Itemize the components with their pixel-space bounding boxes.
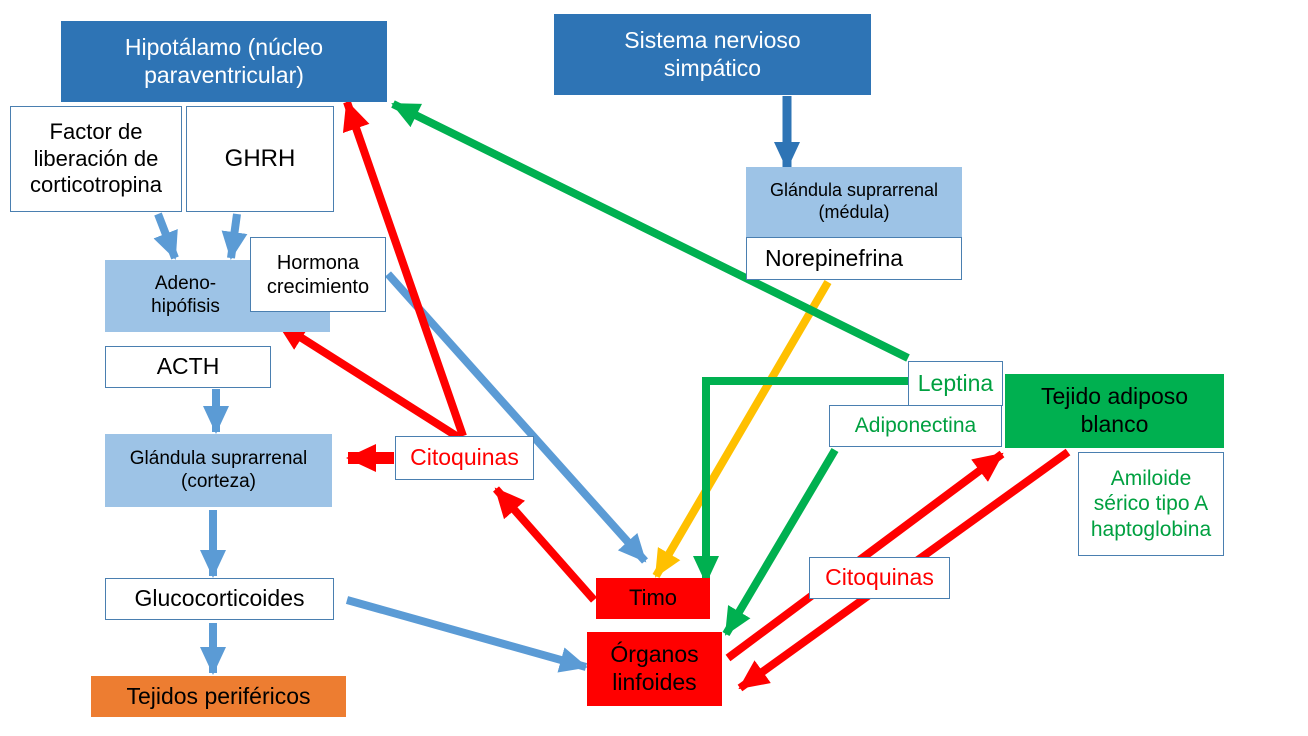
arrow-crh-to-adenohipofisis: [153, 212, 179, 260]
tejidos-perifericos-box: Tejidos periféricos: [91, 676, 346, 717]
tejido-adiposo-box: Tejido adiposo blanco: [1005, 374, 1224, 448]
arrow-ghrh-to-adenohipofisis: [221, 213, 248, 260]
timo-box: Timo: [596, 578, 710, 619]
leptina-box: Leptina: [908, 361, 1003, 406]
norepinefrina-box: Norepinefrina: [746, 237, 962, 280]
adiponectina-box: Adiponectina: [829, 405, 1002, 447]
arrow-norepinefrina-to-timo: [652, 279, 832, 579]
arrow-glucocorticoides-to-organos: [345, 596, 588, 673]
factor-liberacion-box: Factor de liberación de corticotropina: [10, 106, 182, 212]
arrow-adiponectina-to-organos: [722, 447, 839, 637]
arrow-citoquinas-to-adenohipofisis: [275, 319, 461, 441]
glandula-medula-box: Glándula suprarrenal (médula): [746, 167, 962, 237]
organos-linfoides-box: Órganos linfoides: [587, 632, 722, 706]
hormona-crecimiento-box: Hormona crecimiento: [250, 237, 386, 312]
arrow-hormona-to-timo: [385, 271, 648, 564]
arrow-timo-to-citoquinas: [493, 486, 597, 603]
citoquinas-right-box: Citoquinas: [809, 557, 950, 599]
arrow-leptina-to-timo: [693, 377, 908, 584]
arrow-citoquinas-to-hipotalamo: [342, 100, 467, 438]
glucocorticoides-box: Glucocorticoides: [105, 578, 334, 620]
arrow-organos-to-tejido-adiposo: [725, 450, 1005, 662]
sistema-nervioso-box: Sistema nervioso simpático: [554, 14, 871, 95]
amiloide-box: Amiloide sérico tipo A haptoglobina: [1078, 452, 1224, 556]
ghrh-box: GHRH: [186, 106, 334, 212]
glandula-corteza-box: Glándula suprarrenal (corteza): [105, 434, 332, 507]
arrow-leptina-to-hipotalamo: [391, 100, 910, 362]
acth-box: ACTH: [105, 346, 271, 388]
hipotalamo-box: Hipotálamo (núcleo paraventricular): [61, 21, 387, 102]
citoquinas-left-box: Citoquinas: [395, 436, 534, 480]
